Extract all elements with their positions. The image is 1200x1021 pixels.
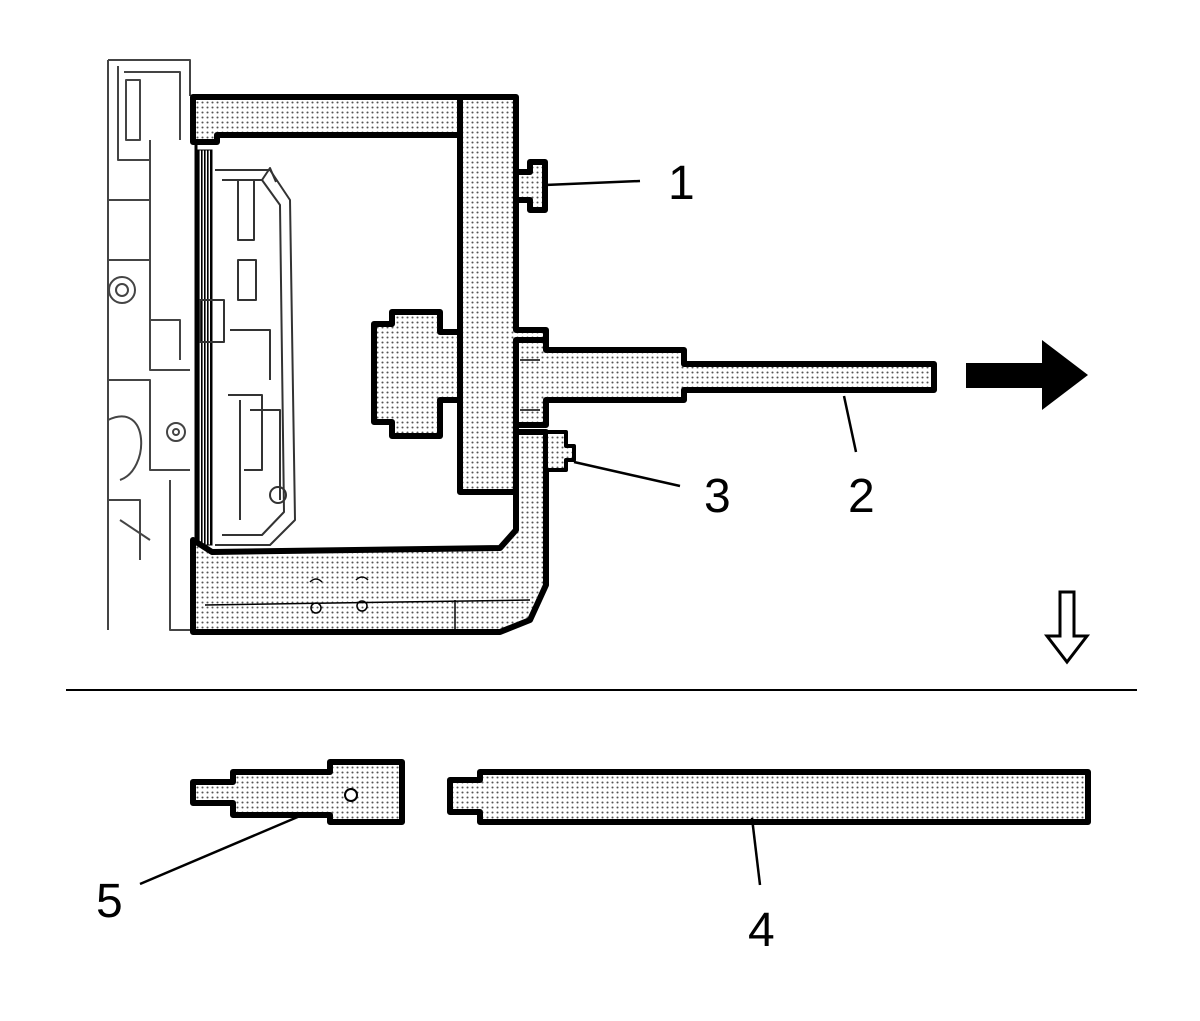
puller-tool xyxy=(190,94,937,635)
extension-rod-4 xyxy=(447,769,1091,825)
puller-bottom-arm xyxy=(190,429,549,635)
bolt-3 xyxy=(544,430,576,472)
leader-lines xyxy=(139,179,858,886)
adapter-5-hole xyxy=(344,788,358,802)
puller-top-arm xyxy=(190,94,463,145)
bottom-arm-details xyxy=(204,359,540,630)
callout-4: 4 xyxy=(748,904,775,957)
forcing-screw-2 xyxy=(513,337,937,428)
ring-gear-teeth xyxy=(197,149,213,546)
adapter-5 xyxy=(190,759,405,825)
callout-1: 1 xyxy=(668,157,695,210)
arrow-down-outline-icon xyxy=(1043,590,1091,665)
adjusting-screw-1 xyxy=(513,159,548,213)
clutch-assembly xyxy=(199,167,296,546)
transmission-housing xyxy=(107,59,191,631)
callout-2: 2 xyxy=(848,470,875,523)
callout-5: 5 xyxy=(96,875,123,928)
callout-3: 3 xyxy=(704,470,731,523)
center-adapter xyxy=(371,309,463,439)
arrow-right-icon xyxy=(966,340,1088,410)
